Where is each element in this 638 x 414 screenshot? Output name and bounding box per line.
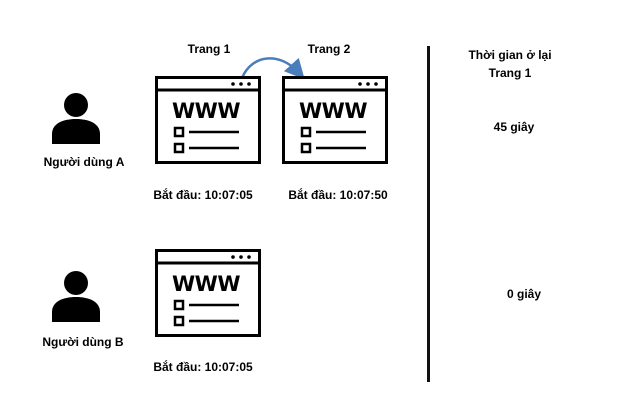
user-a-visit1-start: Bắt đầu: 10:07:05	[153, 188, 253, 202]
browser-window-icon: WWW	[155, 249, 261, 337]
curved-arrow-icon	[240, 57, 305, 80]
www-text: WWW	[172, 272, 240, 296]
page2-label: Trang 2	[307, 42, 351, 56]
browser-window-icon: WWW	[282, 76, 388, 164]
user-b-name: Người dùng B	[42, 335, 124, 349]
user-a-dwell: 45 giây	[493, 120, 535, 134]
www-text: WWW	[299, 99, 367, 123]
www-text: WWW	[172, 99, 240, 123]
browser-window-icon: WWW	[155, 76, 261, 164]
dwell-title-line1: Thời gian ở lại	[468, 48, 552, 62]
dwell-title-line2: Trang 1	[488, 66, 532, 80]
user-icon	[52, 93, 100, 144]
user-icon	[52, 271, 100, 322]
user-b-visit1-start: Bắt đầu: 10:07:05	[153, 360, 253, 374]
user-a-visit2-start: Bắt đầu: 10:07:50	[288, 188, 388, 202]
user-b-dwell: 0 giây	[506, 287, 542, 301]
column-divider	[427, 46, 430, 382]
user-a-name: Người dùng A	[43, 155, 125, 169]
page1-label: Trang 1	[187, 42, 231, 56]
